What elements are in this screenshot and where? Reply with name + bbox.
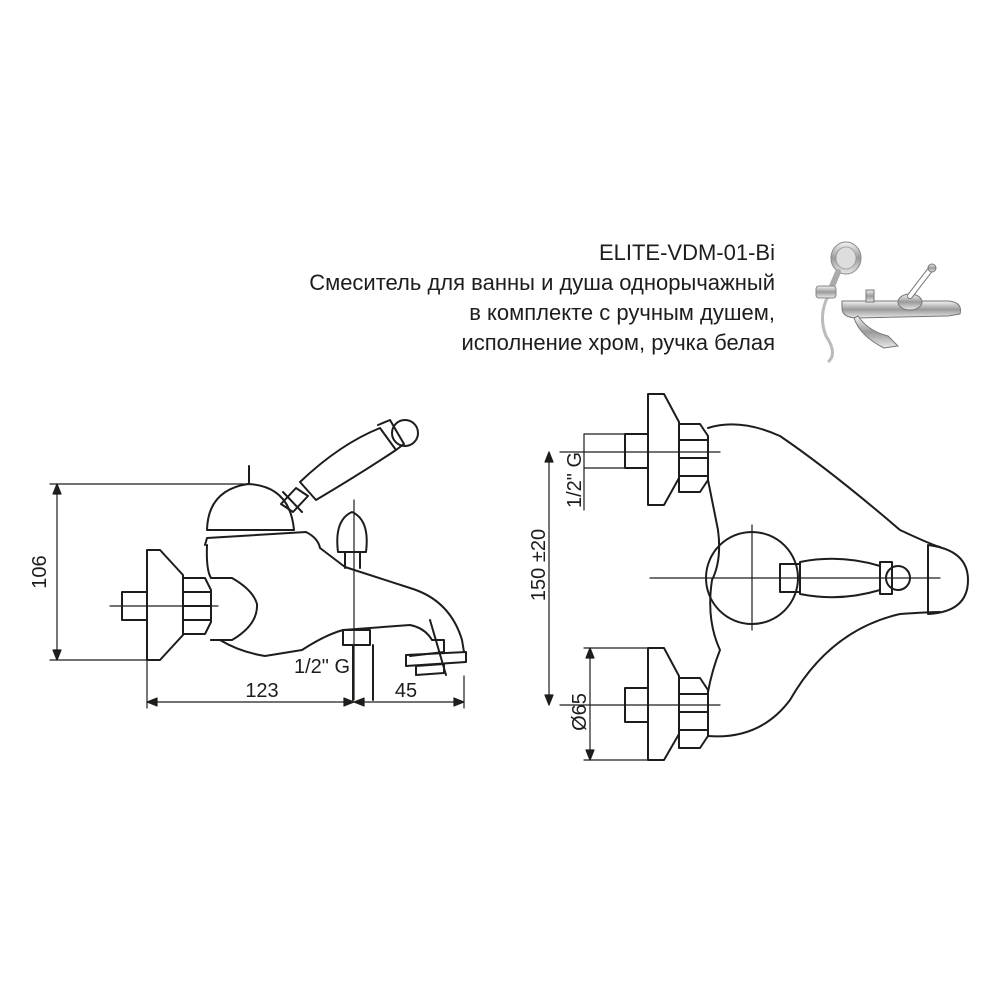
side-spout-outlet (405, 619, 467, 676)
side-height-label: 106 (29, 555, 51, 588)
side-lever-handle (280, 419, 419, 513)
front-bottom-flange (624, 647, 709, 761)
side-view: 106 1/2" G 123 45 (29, 419, 467, 709)
front-spacing-label: 150 ±20 (528, 529, 550, 601)
hand-shower-icon (821, 241, 862, 364)
front-top-flange (624, 393, 709, 506)
description-line-3: исполнение хром, ручка белая (461, 330, 775, 355)
side-centre-lines (109, 499, 355, 701)
description-line-2: в комплекте с ручным душем, (469, 300, 775, 325)
side-diverter-knob (336, 511, 368, 569)
side-thread-label: 1/2" G (294, 656, 350, 678)
front-centre-lines (559, 451, 941, 706)
product-code: ELITE-VDM-01-Bi (598, 240, 775, 265)
wall-holder-icon (815, 285, 837, 299)
description-line-1: Смеситель для ванны и душа однорычажный (309, 270, 775, 295)
front-view: 150 ±20 1/2" G Ø65 (528, 393, 969, 761)
front-thread-label: 1/2" G (564, 452, 586, 508)
front-diameter-label: Ø65 (569, 693, 591, 731)
side-body-outline (204, 531, 465, 657)
side-spout-label: 45 (395, 680, 417, 702)
front-body-outline (707, 423, 969, 738)
product-thumbnail (815, 241, 961, 364)
side-length-label: 123 (245, 680, 278, 702)
product-title-block: ELITE-VDM-01-Bi Смеситель для ванны и ду… (309, 238, 775, 358)
mixer-body-icon (841, 263, 961, 349)
front-dimension-lines (544, 433, 649, 761)
side-inlet-connector (121, 591, 148, 621)
side-shower-outlet (342, 629, 374, 701)
side-dimension-lines (49, 483, 465, 709)
side-wall-flange (146, 549, 184, 661)
